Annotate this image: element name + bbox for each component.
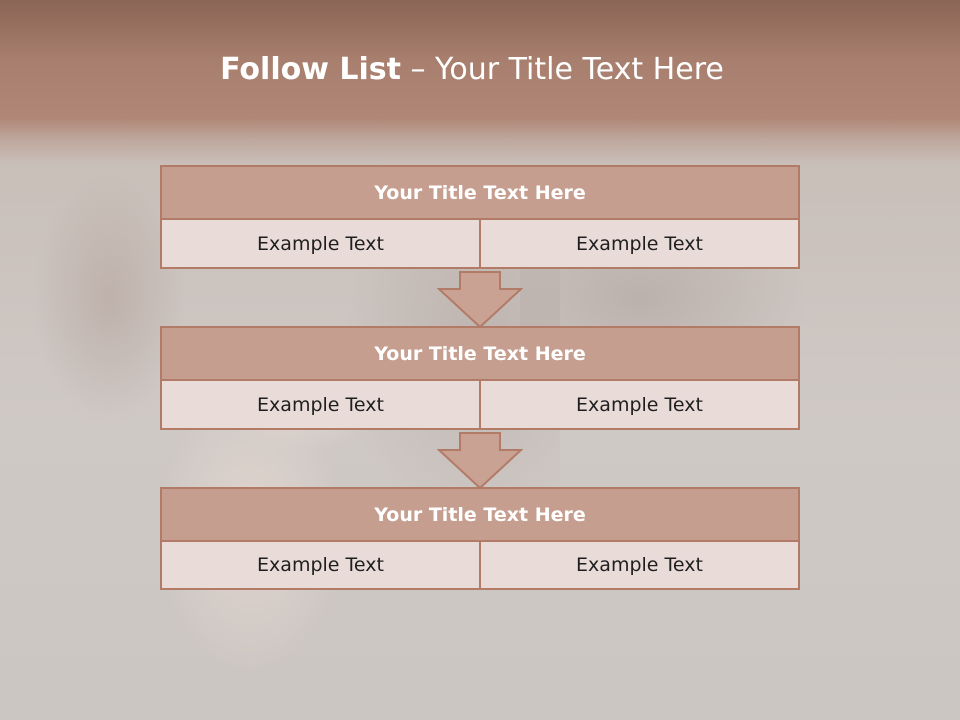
step-2-right-text: Example Text (479, 381, 800, 430)
step-3-left-text: Example Text (160, 542, 481, 590)
step-2-row: Example Text Example Text (160, 381, 800, 430)
step-2-left-text: Example Text (160, 381, 481, 430)
step-1-row: Example Text Example Text (160, 220, 800, 269)
title-bold: Follow List (220, 52, 401, 87)
step-box-3: Your Title Text Here Example Text Exampl… (160, 487, 800, 590)
step-1-title: Your Title Text Here (160, 165, 800, 220)
step-box-2: Your Title Text Here Example Text Exampl… (160, 326, 800, 430)
step-1-left-text: Example Text (160, 220, 481, 269)
step-box-1: Your Title Text Here Example Text Exampl… (160, 165, 800, 269)
step-3-title: Your Title Text Here (160, 487, 800, 542)
title-rest: – Your Title Text Here (400, 52, 724, 87)
step-3-row: Example Text Example Text (160, 542, 800, 590)
down-arrow-icon (437, 271, 523, 329)
slide-title: Follow List – Your Title Text Here (0, 52, 944, 87)
step-2-title: Your Title Text Here (160, 326, 800, 381)
header-band (0, 0, 960, 165)
down-arrow-icon (437, 432, 523, 490)
step-1-right-text: Example Text (479, 220, 800, 269)
step-3-right-text: Example Text (479, 542, 800, 590)
